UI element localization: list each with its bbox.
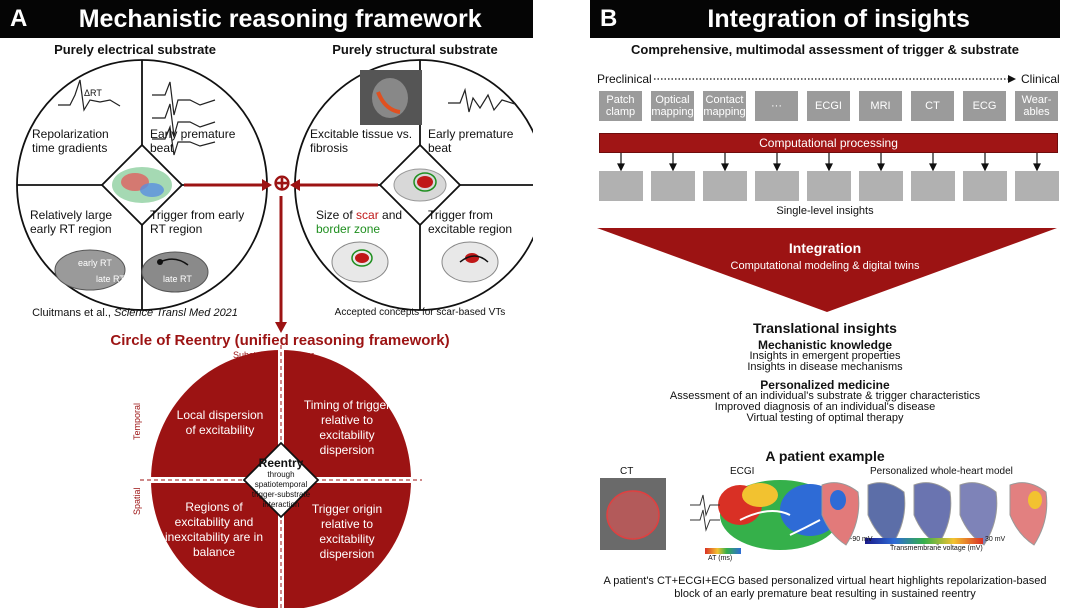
- clinical-label: Clinical: [1021, 72, 1060, 86]
- mechanistic-title: Mechanistic knowledge: [757, 338, 893, 352]
- accepted-concepts: Accepted concepts for scar-based VTs: [334, 307, 506, 318]
- reentry-center-title: Reentry: [258, 456, 304, 470]
- quad-tl-label: Repolarization time gradients: [32, 127, 109, 155]
- delta-rt-label: ΔRT: [84, 88, 102, 98]
- mechanistic-1: Insights in emergent properties: [749, 350, 901, 362]
- ecg-trace-2: [152, 103, 216, 137]
- personalized-title: Personalized medicine: [760, 378, 890, 392]
- single-level-label: Single-level insights: [776, 205, 874, 217]
- insight-box: [911, 171, 955, 201]
- step-patch-clamp: Patch clamp: [599, 91, 642, 121]
- personalized-3: Virtual testing of optimal therapy: [746, 412, 904, 424]
- panel-b-title: Integration of insights: [707, 4, 970, 33]
- step-ecgi: ECGI: [807, 91, 850, 121]
- reentry-center: Reentry through spatiotemporal trigger-s…: [241, 456, 321, 510]
- reentry-quad-tr: Timing of trigger relative to excitabili…: [303, 398, 391, 457]
- integration-subtitle: Computational modeling & digital twins: [730, 260, 920, 272]
- structural-ecg-trace: [448, 87, 516, 113]
- panel-a-header: A Mechanistic reasoning framework: [0, 0, 533, 38]
- structural-title: Purely structural substrate: [332, 42, 498, 57]
- panel-b-subtitle: Comprehensive, multimodal assessment of …: [631, 42, 1019, 57]
- insight-box: [599, 171, 643, 201]
- insight-box: [755, 171, 799, 201]
- quad-br-label: Trigger from early RT region: [150, 208, 245, 236]
- vm-min-label: -90 mV: [850, 536, 873, 543]
- late-rt-label-2: late RT: [163, 274, 192, 284]
- insight-box: [1015, 171, 1059, 201]
- preclinical-label: Preclinical: [597, 72, 652, 86]
- s-quad-tr-label: Early premature beat: [428, 127, 514, 155]
- reentry-quad-br: Trigger origin relative to excitability …: [311, 502, 383, 561]
- border-zone-label: border zone: [316, 222, 381, 236]
- step-mri: MRI: [859, 91, 902, 121]
- at-label: AT (ms): [708, 555, 733, 562]
- electrical-title: Purely electrical substrate: [54, 42, 216, 57]
- reentry-quad-bl: Regions of excitability and inexcitabili…: [164, 500, 264, 559]
- ecgi-label: ECGI: [730, 466, 755, 477]
- step-contact-mapping: Contact mapping: [703, 91, 746, 121]
- integration-triangle: [597, 228, 1057, 312]
- personalized-1: Assessment of an individual's substrate …: [669, 390, 981, 402]
- mechanistic-2: Insights in disease mechanisms: [747, 361, 903, 373]
- model-label: Personalized whole-heart model: [870, 466, 1013, 477]
- quad-bl-label: Relatively large early RT region: [30, 208, 113, 236]
- panel-b-diagram: [597, 75, 1057, 554]
- personalized-2: Improved diagnosis of an individual's di…: [714, 401, 936, 413]
- citation-authors: Cluitmans et al.,: [32, 307, 114, 319]
- insight-box: [703, 171, 747, 201]
- computational-processing-bar: Computational processing: [599, 133, 1058, 153]
- vm-axis-label: Transmembrane voltage (mV): [890, 545, 983, 552]
- insight-box: [807, 171, 851, 201]
- caption-line-2: block of an early premature beat resulti…: [674, 588, 976, 600]
- quad-tr-label: Early premature beat: [150, 127, 236, 155]
- trigger-label: Trigger: [286, 350, 315, 360]
- panel-a-diagram: [16, 59, 533, 608]
- plus-icon: ⊕: [272, 170, 292, 195]
- reentry-diamond: [242, 441, 320, 519]
- insight-box: [651, 171, 695, 201]
- heart-models: [821, 482, 1048, 546]
- scar-label: scar: [356, 208, 379, 222]
- ct-label: CT: [620, 466, 634, 477]
- substrate-label: Substrate: [233, 350, 272, 360]
- step-ellipsis: ···: [755, 91, 798, 121]
- late-rt-label-1: late RT: [96, 274, 125, 284]
- caption-line-1: A patient's CT+ECGI+ECG based personaliz…: [603, 575, 1047, 587]
- vm-max-label: 30 mV: [985, 536, 1006, 543]
- temporal-label: Temporal: [132, 402, 142, 440]
- s-quad-br-label: Trigger from excitable region: [428, 208, 513, 236]
- panel-a-letter: A: [10, 5, 28, 32]
- panel-b-header: B Integration of insights: [590, 0, 1060, 38]
- panel-b-letter: B: [600, 5, 618, 32]
- ecg-trace-1: [152, 81, 216, 116]
- spatial-label: Spatial: [132, 487, 142, 515]
- step-optical-mapping: Optical mapping: [651, 91, 694, 121]
- rt-trace: [58, 79, 121, 112]
- early-rt-label: early RT: [78, 258, 112, 268]
- s-quad-bl-mid: and: [378, 208, 403, 222]
- translational-title: Translational insights: [753, 320, 897, 336]
- step-ecg: ECG: [963, 91, 1006, 121]
- citation: Cluitmans et al., Science Transl Med 202…: [10, 307, 260, 319]
- s-quad-bl-pre: Size of: [316, 208, 357, 222]
- reentry-quad-tl: Local dispersion of excitability: [176, 408, 264, 437]
- step-ct: CT: [911, 91, 954, 121]
- integration-title: Integration: [788, 240, 862, 256]
- panel-a-title: Mechanistic reasoning framework: [78, 4, 482, 33]
- ecg-trace-3: [152, 124, 216, 156]
- s-quad-bl-label: Size of scar and border zone: [316, 208, 426, 236]
- reentry-title: Circle of Reentry (unified reasoning fra…: [110, 332, 450, 349]
- citation-journal: Science Transl Med 2021: [114, 307, 238, 319]
- insight-box: [963, 171, 1007, 201]
- reentry-center-body: through spatiotemporal trigger-substrate…: [251, 470, 311, 509]
- step-wearables: Wear-ables: [1015, 91, 1058, 121]
- insight-box: [859, 171, 903, 201]
- s-quad-tl-label: Excitable tissue vs. fibrosis: [310, 127, 413, 155]
- patient-example-title: A patient example: [765, 448, 885, 464]
